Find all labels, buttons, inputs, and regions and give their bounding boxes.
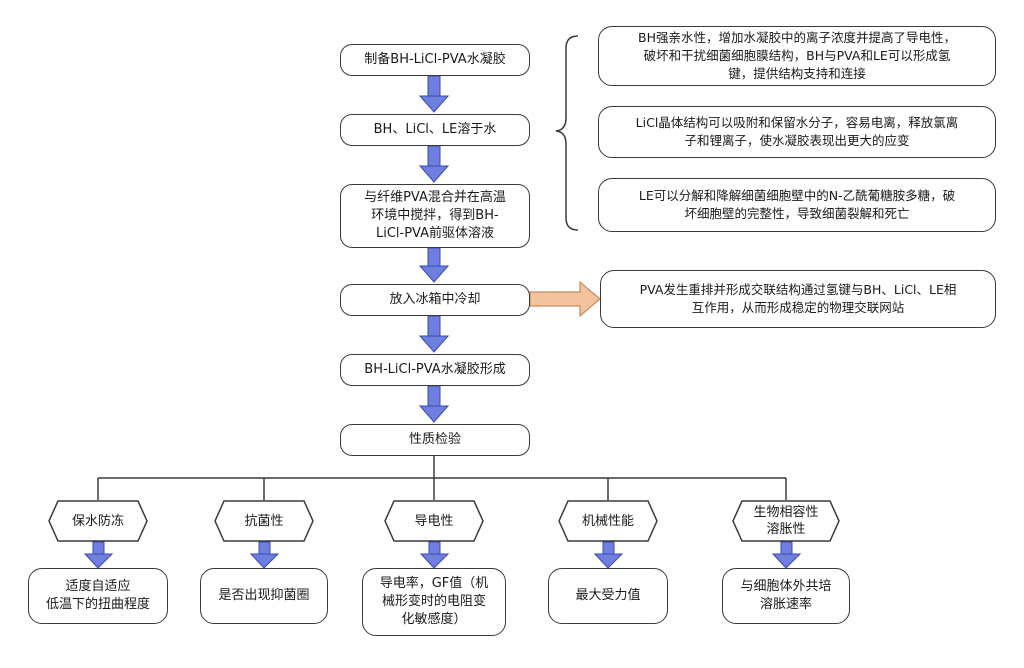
result-antibacterial: 是否出现抑菌圈 [200, 568, 328, 624]
note-licl: LiCl晶体结构可以吸附和保留水分子，容易电离，释放氯离 子和锂离子，使水凝胶表… [598, 106, 996, 158]
step-hydrogel-formed: BH-LiCl-PVA水凝胶形成 [340, 354, 530, 386]
step-label: 制备BH-LiCl-PVA水凝胶 [364, 52, 506, 67]
step-label: BH-LiCl-PVA水凝胶形成 [364, 362, 506, 377]
property-arrow [83, 541, 114, 569]
property-label: 机械性能 [581, 513, 634, 529]
property-water-antifreeze: 保水防冻 [48, 500, 148, 542]
step-label: 环境中搅拌，得到BH- [371, 208, 499, 223]
note-text: BH强亲水性，增加水凝胶中的离子浓度并提高了导电性， [638, 30, 956, 45]
property-mechanical: 机械性能 [558, 500, 658, 542]
property-label: 生物相容性 [753, 505, 819, 520]
result-text: 最大受力值 [575, 588, 641, 603]
property-biocompatibility: 生物相容性 溶胀性 [732, 500, 840, 542]
property-arrow [771, 541, 802, 569]
note-text: 坏细胞壁的完整性，导致细菌裂解和死亡 [684, 206, 910, 221]
note-pva: PVA发生重排并形成交联结构通过氢键与BH、LiCl、LE相 互作用，从而形成稳… [600, 270, 996, 328]
result-conductivity: 导电率，GF值（机 械形变时的电阻变 化敏感度） [362, 568, 506, 636]
hexagon-shape [732, 500, 840, 542]
result-text: 导电率，GF值（机 [379, 576, 489, 591]
explain-arrow [529, 280, 601, 318]
note-text: 破坏和干扰细菌细胞膜结构，BH与PVA和LE可以形成氢 [643, 48, 951, 63]
hexagon-shape [214, 500, 314, 542]
result-text: 溶胀速率 [759, 597, 812, 612]
property-label: 溶胀性 [766, 522, 806, 537]
result-mechanical: 最大受力值 [548, 568, 668, 624]
property-arrow [249, 541, 280, 569]
result-text: 与细胞体外共培 [740, 579, 832, 594]
property-label: 抗菌性 [244, 513, 284, 529]
step-label: LiCl-PVA前驱体溶液 [375, 226, 495, 241]
note-text: 键，提供结构支持和连接 [728, 66, 866, 81]
step-prepare-hydrogel: 制备BH-LiCl-PVA水凝胶 [340, 44, 530, 76]
result-biocompatibility: 与细胞体外共培 溶胀速率 [722, 568, 850, 624]
tree-connector [97, 456, 787, 500]
step-dissolve: BH、LiCl、LE溶于水 [340, 114, 530, 146]
note-le: LE可以分解和降解细菌细胞壁中的N-乙酰葡糖胺多糖，破 坏细胞壁的完整性，导致细… [598, 178, 996, 232]
result-text: 化敏感度） [401, 612, 467, 627]
property-arrow [419, 541, 450, 569]
step-label: 放入冰箱中冷却 [389, 292, 481, 307]
flow-arrow [418, 385, 450, 423]
note-bh: BH强亲水性，增加水凝胶中的离子浓度并提高了导电性， 破坏和干扰细菌细胞膜结构，… [598, 26, 996, 86]
flow-arrow [418, 247, 450, 283]
flow-arrow [418, 315, 450, 353]
step-property-test: 性质检验 [340, 424, 530, 456]
result-text: 低温下的扭曲程度 [45, 597, 150, 612]
property-arrow [593, 541, 624, 569]
flow-arrow [418, 75, 450, 113]
result-text: 是否出现抑菌圈 [218, 588, 310, 603]
hexagon-shape [558, 500, 658, 542]
note-text: LE可以分解和降解细菌细胞壁中的N-乙酰葡糖胺多糖，破 [638, 188, 956, 203]
property-label: 保水防冻 [71, 513, 124, 529]
result-text: 械形变时的电阻变 [381, 594, 486, 609]
result-water-antifreeze: 适度自适应 低温下的扭曲程度 [28, 568, 168, 624]
step-mix-precursor: 与纤维PVA混合并在高温 环境中搅拌，得到BH- LiCl-PVA前驱体溶液 [340, 184, 530, 248]
step-label: BH、LiCl、LE溶于水 [373, 122, 497, 137]
note-text: 子和锂离子，使水凝胶表现出更大的应变 [684, 133, 910, 148]
step-label: 与纤维PVA混合并在高温 [364, 190, 506, 205]
property-conductivity: 导电性 [384, 500, 484, 542]
note-text: 互作用，从而形成稳定的物理交联网站 [691, 300, 905, 315]
flow-arrow [418, 145, 450, 183]
step-label: 性质检验 [408, 432, 461, 447]
property-antibacterial: 抗菌性 [214, 500, 314, 542]
grouping-brace [555, 35, 579, 231]
property-label: 导电性 [414, 513, 454, 529]
step-cooling: 放入冰箱中冷却 [340, 284, 530, 316]
result-text: 适度自适应 [65, 579, 131, 594]
note-text: PVA发生重排并形成交联结构通过氢键与BH、LiCl、LE相 [639, 282, 957, 297]
hexagon-shape [48, 500, 148, 542]
note-text: LiCl晶体结构可以吸附和保留水分子，容易电离，释放氯离 [635, 115, 959, 130]
hexagon-shape [384, 500, 484, 542]
